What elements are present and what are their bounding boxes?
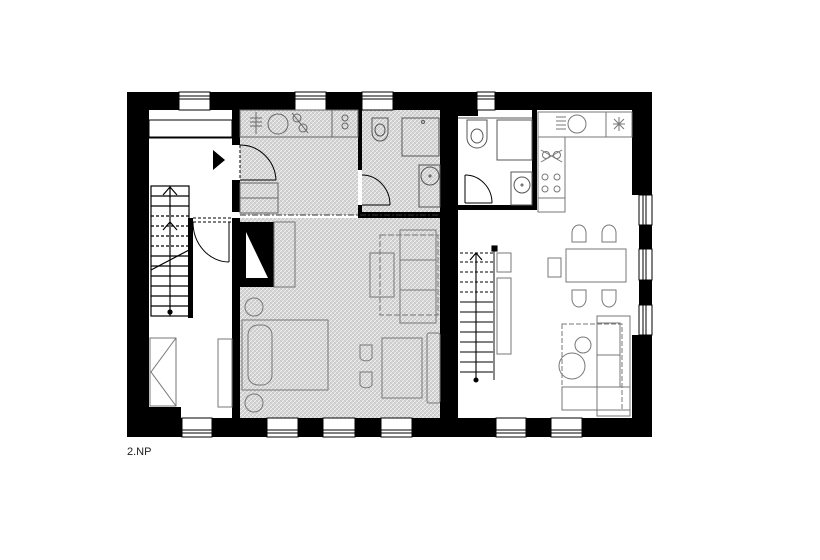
- rug: [561, 323, 623, 411]
- floor-label: 2.NP: [127, 446, 152, 458]
- door-kitchenette: [239, 144, 277, 181]
- windows: [178, 91, 653, 438]
- shoe-cabinet: [217, 338, 233, 408]
- side-table-stair: [496, 252, 512, 273]
- dining-chair-2: [601, 224, 617, 243]
- window-top-2: [294, 91, 327, 111]
- kitchen-counter-side: [537, 136, 566, 213]
- sofa: [399, 229, 437, 324]
- staircase-left: [150, 185, 193, 318]
- window-right-3: [638, 304, 653, 336]
- chair-2: [359, 371, 373, 389]
- window-bottom-6: [550, 417, 583, 438]
- toilet-icon: [371, 117, 389, 142]
- window-bottom-2: [266, 417, 299, 438]
- sink-icon-right: [556, 114, 587, 134]
- shower-tray: [401, 117, 440, 157]
- washbasin-icon: [418, 164, 441, 208]
- staircase-right: [460, 245, 498, 383]
- dining-chair-1: [571, 224, 587, 243]
- window-top-1: [178, 91, 211, 111]
- studio-furniture: [241, 221, 441, 413]
- desk: [381, 337, 423, 399]
- bed-pillow: [247, 324, 273, 386]
- chimney-flue: [246, 232, 268, 278]
- kitchenette: [239, 109, 359, 214]
- fridge-snowflake-icon: [613, 117, 625, 131]
- hob-icon: [267, 113, 289, 135]
- door-studio-entry: [192, 217, 232, 263]
- bench-by-chimney: [273, 221, 296, 288]
- living-dining-right: [496, 224, 631, 417]
- sink-icon: [250, 112, 262, 134]
- window-top-3: [361, 91, 394, 111]
- window-bottom-5: [495, 417, 527, 438]
- stair-hall-left: [148, 119, 233, 408]
- window-right-2: [638, 248, 653, 281]
- shower-right: [496, 119, 533, 161]
- console-stair: [496, 277, 512, 355]
- wardrobe-left: [149, 337, 177, 407]
- window-right-1: [638, 194, 653, 226]
- bathroom-floor: [362, 110, 440, 215]
- shelf: [426, 332, 441, 404]
- bed: [241, 319, 329, 391]
- dining-chair-3: [571, 289, 587, 308]
- stool: [547, 257, 562, 278]
- coffee-table-large: [558, 352, 586, 380]
- kitchen-counter-top: [537, 111, 633, 138]
- toilet-icon-right: [466, 119, 488, 149]
- chair-1: [359, 344, 373, 362]
- dining-table: [565, 248, 627, 283]
- kitchen-right: [537, 111, 633, 213]
- wc-right: [458, 117, 533, 206]
- window-bottom-4: [380, 417, 413, 438]
- burner-icon-right: [540, 149, 563, 163]
- nightstand-bottom: [244, 393, 264, 413]
- entry-arrow-icon: [213, 150, 225, 170]
- coffee-table-small: [574, 336, 592, 354]
- window-bottom-1: [181, 417, 213, 438]
- coffee-table: [369, 252, 395, 298]
- stove-icon: [541, 173, 561, 193]
- nightstand-top: [244, 297, 264, 317]
- bathroom-studio: [361, 117, 441, 208]
- dining-chair-4: [601, 289, 617, 308]
- corner-sofa: [596, 315, 631, 417]
- washbasin-right: [510, 171, 533, 206]
- window-top-4: [476, 91, 496, 111]
- window-bottom-3: [322, 417, 356, 438]
- burner-icon: [291, 112, 309, 134]
- washer-icon: [341, 114, 349, 130]
- walls: [127, 92, 652, 437]
- rug-outline: [379, 234, 439, 316]
